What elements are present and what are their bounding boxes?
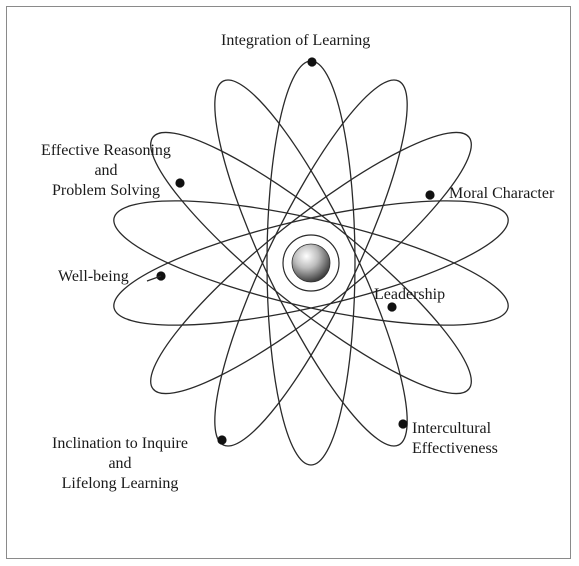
electron-leadership [387,302,397,312]
label-effective-reasoning: Effective Reasoning and Problem Solving [22,141,190,201]
electron-group [156,57,435,445]
orbit-ellipse-7 [214,79,408,447]
well-being-leader-line [146,275,162,282]
label-integration-of-learning: Integration of Learning [221,32,371,49]
label-intercultural-line1: Intercultural [412,420,492,437]
label-reasoning-line2: and [94,162,118,179]
orbit-ellipse-6 [150,131,472,395]
label-reasoning-line3: Problem Solving [51,182,160,199]
electron-integration [307,57,317,67]
label-inclination-to-inquire: Inclination to Inquire and Lifelong Lear… [37,434,203,494]
label-leadership: Leadership [374,286,446,303]
label-inclination-line1: Inclination to Inquire [52,435,188,452]
label-reasoning-line1: Effective Reasoning [41,142,171,159]
electron-inclination [217,435,227,445]
nucleus [282,234,340,292]
label-moral-character: Moral Character [449,185,555,202]
nucleus-sphere [291,243,331,283]
diagram-frame [6,6,571,559]
orbit-ellipse-3 [150,131,472,395]
label-intercultural-effectiveness: Intercultural Effectiveness [412,419,498,459]
label-intercultural-line2: Effectiveness [412,440,498,457]
orbit-ellipse-4 [113,200,509,326]
orbit-ellipse-5 [113,200,509,326]
label-inclination-line2: and [108,455,132,472]
label-inclination-line3: Lifelong Learning [61,475,179,492]
orbit-ellipse-2 [214,79,408,447]
electron-intercultural [398,419,408,429]
electron-reasoning [175,178,185,188]
label-well-being: Well-being [58,268,129,285]
electron-moral-character [425,190,435,200]
